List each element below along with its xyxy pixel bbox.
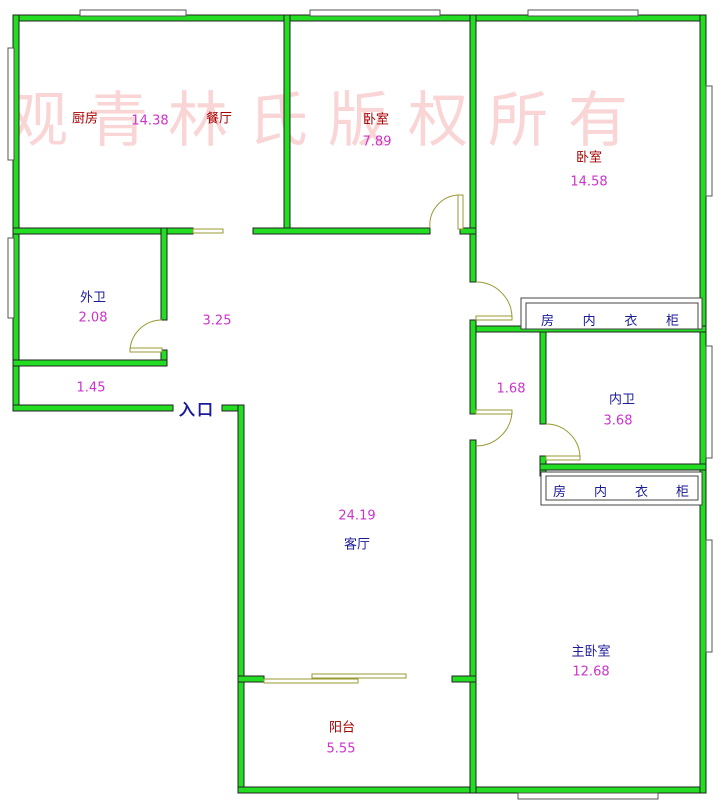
doors [129, 194, 581, 684]
wardrobe-bottom-label: 房 内 衣 柜 [553, 481, 689, 500]
bedroom1-area: 7.89 [362, 134, 392, 150]
wardrobe-top-char: 衣 [624, 314, 638, 329]
bedroom2-name: 卧室 [575, 150, 603, 166]
inner-bath-area: 3.68 [603, 413, 633, 429]
outer-bath-name: 外卫 [79, 290, 107, 306]
corridor-area: 3.25 [202, 313, 232, 329]
wardrobe-bottom-char: 房 [553, 485, 567, 500]
dining-name: 餐厅 [205, 111, 233, 127]
inner-hall-area: 1.68 [496, 381, 526, 397]
wardrobe-top-char: 内 [582, 314, 596, 329]
wardrobe-bottom-char: 内 [593, 485, 607, 500]
wardrobe-bottom-char: 柜 [675, 485, 689, 500]
bedroom2-area: 14.58 [570, 174, 608, 190]
wardrobe-top-label: 房 内 衣 柜 [541, 310, 679, 329]
outer-bath-area: 2.08 [78, 310, 108, 326]
wardrobe-bottom-char: 衣 [634, 485, 648, 500]
windows [7, 9, 713, 800]
entrance-label: 入口 [178, 400, 216, 419]
wardrobe-top-char: 房 [541, 314, 555, 329]
living-name: 客厅 [343, 537, 371, 553]
bedroom1-name: 卧室 [362, 112, 390, 128]
inner-bath-name: 内卫 [608, 392, 636, 408]
balcony-area: 5.55 [326, 741, 356, 757]
entry-hall-area: 1.45 [76, 380, 106, 396]
master-area: 12.68 [572, 664, 610, 680]
kitchen-name: 厨房 [71, 111, 99, 127]
watermark: 观青林氏版权所有 [8, 86, 648, 156]
dining-area: 14.38 [131, 113, 169, 129]
wardrobes [520, 297, 703, 506]
master-name: 主卧室 [571, 644, 611, 660]
wardrobe-top-char: 柜 [665, 314, 679, 329]
balcony-name: 阳台 [328, 720, 356, 736]
living-area: 24.19 [338, 508, 376, 524]
